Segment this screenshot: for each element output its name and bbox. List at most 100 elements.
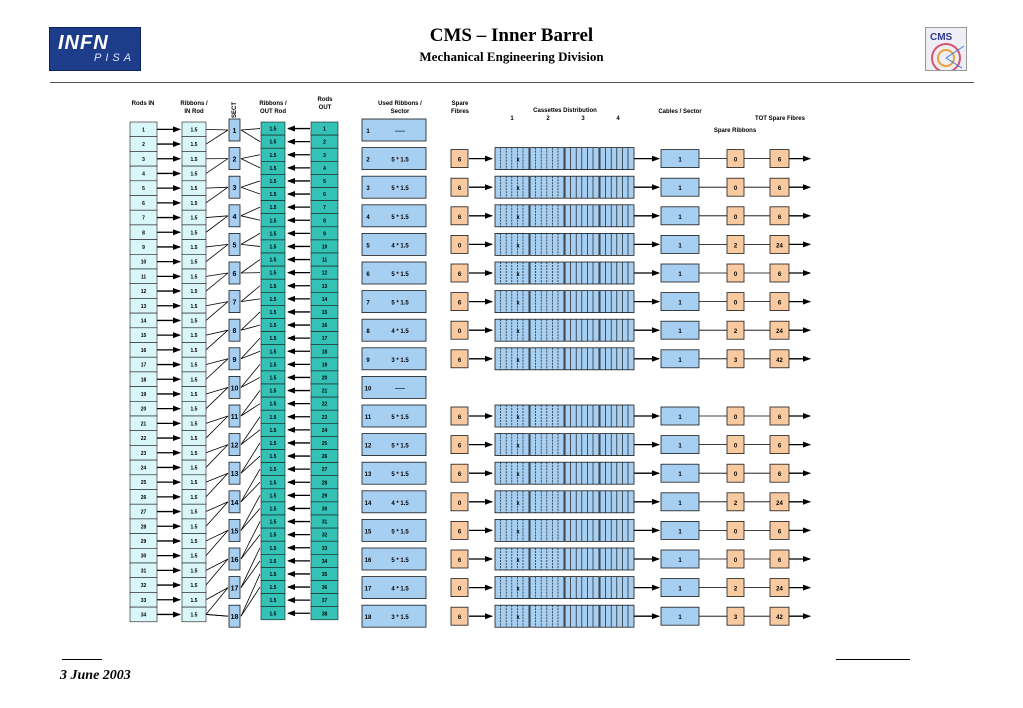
fan-in-line — [205, 472, 229, 483]
spare-fibres-box — [450, 349, 469, 369]
fan-in-line — [205, 215, 229, 233]
spare-ribbons-value: 0 — [734, 301, 738, 307]
ribbon-in-value: 1.5 — [191, 186, 198, 192]
used-ribbons-box — [361, 433, 427, 457]
spare-fibres-box — [450, 149, 469, 169]
used-sector-number: 7 — [366, 301, 370, 307]
rods-out-header: Rods — [318, 97, 334, 103]
cassettes-header: Cassettes Distribution — [533, 108, 597, 114]
ribbons-out-header: Ribbons / — [259, 101, 287, 107]
ribbon-out-value: 1.5 — [270, 192, 277, 198]
used-ribbons-box — [361, 347, 427, 371]
tot-spare-box — [769, 320, 790, 340]
spare-fibres-value: 6 — [458, 158, 462, 164]
rod-in-number: 5 — [142, 186, 145, 192]
tot-spare-box — [769, 406, 790, 426]
cables-box — [660, 149, 700, 169]
rod-in-number: 10 — [141, 260, 147, 266]
spare-fibres-box — [450, 606, 469, 626]
used-ribbons-box — [361, 547, 427, 571]
spare-fibres-value: 6 — [458, 444, 462, 450]
spare-fibres-value: 6 — [458, 215, 462, 221]
spare-ribbons-value: 3 — [734, 358, 738, 364]
cassette-mark: x — [516, 243, 520, 249]
used-ribbons-box — [361, 175, 427, 199]
rod-out-number: 8 — [323, 218, 326, 224]
fan-out-line — [240, 128, 261, 131]
ribbon-in-value: 1.5 — [191, 451, 198, 457]
fan-out-line — [240, 508, 261, 531]
cassette-mark: x — [516, 472, 520, 478]
ribbon-out-value: 1.5 — [270, 441, 277, 447]
ribbon-out-value: 1.5 — [270, 506, 277, 512]
tot-spare-value: 42 — [776, 615, 783, 621]
fan-out-line — [240, 129, 261, 142]
sect-box — [228, 576, 241, 599]
ribbon-in-value: 1.5 — [191, 348, 198, 354]
used-ribbons-box — [361, 118, 427, 142]
sect-number: 16 — [231, 557, 239, 564]
used-sector-number: 10 — [365, 386, 372, 392]
rod-out-number: 9 — [323, 231, 326, 237]
ribbon-out-value: 1.5 — [270, 336, 277, 342]
spare-ribbons-value: 2 — [734, 329, 738, 335]
cms-logo: CMS — [925, 27, 967, 71]
cables-box — [660, 292, 700, 312]
fan-in-line — [205, 444, 229, 468]
spare-ribbons-value: 0 — [734, 272, 738, 278]
fan-out-line — [240, 442, 261, 474]
spare-ribbons-box — [726, 463, 745, 483]
ribbon-in-value: 1.5 — [191, 495, 198, 501]
rod-out-number: 36 — [322, 585, 328, 591]
cables-box — [660, 463, 700, 483]
tot-spare-value: 24 — [776, 501, 783, 507]
rod-in-number: 3 — [142, 157, 145, 163]
used-ribbons-value: 5 * 1.5 — [391, 272, 409, 278]
ribbon-in-value: 1.5 — [191, 539, 198, 545]
rod-in-number: 9 — [142, 245, 145, 251]
fan-out-line — [240, 206, 261, 217]
spare-ribbons-box — [726, 177, 745, 197]
fan-out-line — [240, 416, 261, 445]
used-ribbons-value: 5 * 1.5 — [391, 558, 409, 564]
tot-spare-value: 6 — [778, 529, 782, 535]
spare-fibres-value: 6 — [458, 358, 462, 364]
rod-out-number: 38 — [322, 611, 328, 617]
cables-value: 1 — [678, 529, 682, 535]
spare-fibres-box — [450, 463, 469, 483]
used-sector-number: 8 — [366, 329, 370, 335]
ribbon-out-value: 1.5 — [270, 546, 277, 552]
ribbon-in-value: 1.5 — [191, 127, 198, 133]
cassette-mark: x — [516, 158, 520, 164]
sect-box — [228, 290, 241, 314]
fan-out-line — [240, 403, 261, 417]
ribbon-in-value: 1.5 — [191, 465, 198, 471]
tot-spare-box — [769, 149, 790, 169]
rod-out-number: 28 — [322, 480, 328, 486]
spare-ribbons-value: 0 — [734, 215, 738, 221]
fan-in-line — [205, 301, 229, 307]
fan-out-line — [240, 390, 261, 417]
cables-value: 1 — [678, 444, 682, 450]
spare-ribbons-value: 0 — [734, 186, 738, 192]
sect-box — [228, 433, 241, 457]
fan-in-line — [205, 186, 229, 189]
tot-spare-box — [769, 463, 790, 483]
cables-value: 1 — [678, 158, 682, 164]
fan-out-line — [240, 244, 261, 247]
spare-fibres-value: 6 — [458, 272, 462, 278]
ribbon-in-value: 1.5 — [191, 583, 198, 589]
tot-spare-box — [769, 349, 790, 369]
ribbon-out-value: 1.5 — [270, 480, 277, 486]
rod-out-number: 17 — [322, 336, 328, 342]
fan-in-line — [205, 329, 229, 351]
ribbon-in-value: 1.5 — [191, 201, 198, 207]
cables-box — [660, 206, 700, 226]
ribbon-out-value: 1.5 — [270, 153, 277, 159]
used-ribbons-box — [361, 519, 427, 542]
ribbon-in-value: 1.5 — [191, 377, 198, 383]
rod-out-number: 34 — [322, 559, 328, 565]
sect-box — [228, 318, 241, 342]
tot-spare-value: 24 — [776, 587, 783, 593]
